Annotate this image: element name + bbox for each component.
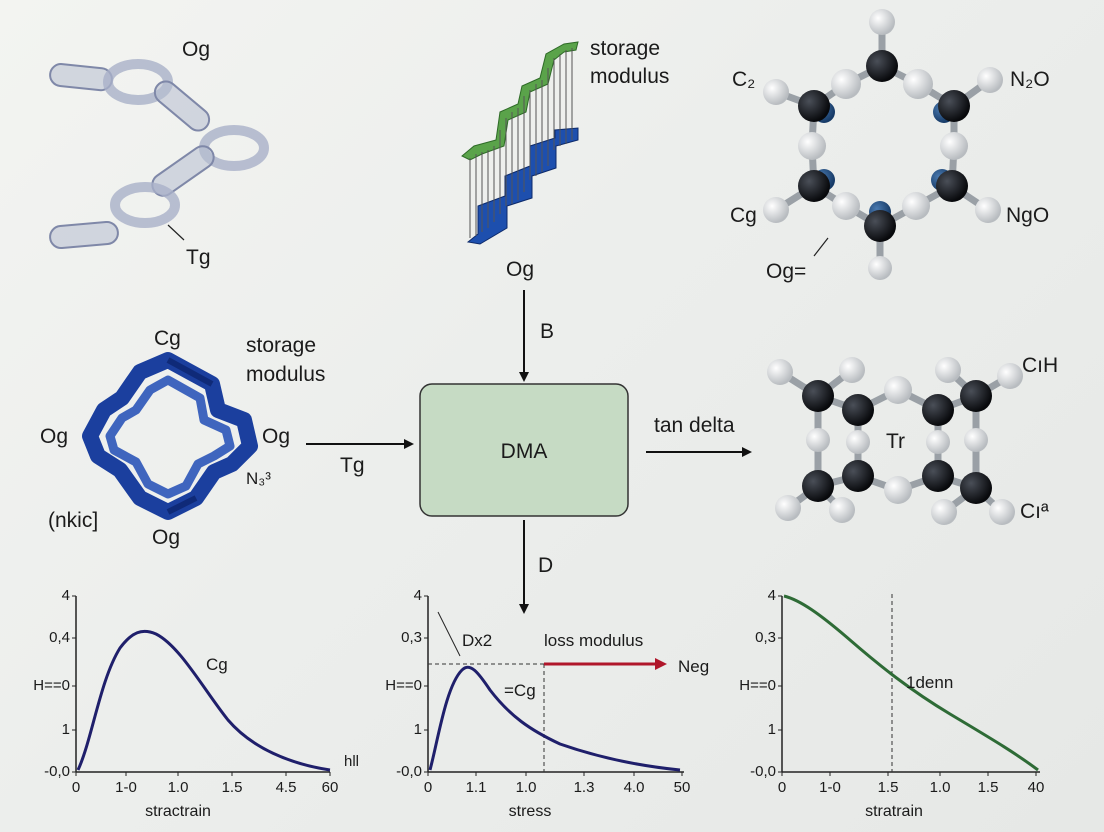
storage-modulus-label-line1: storage <box>590 37 660 60</box>
arrow-top-label: B <box>540 320 554 343</box>
cubic-label-tr: Tr <box>886 430 905 453</box>
chart-1-annotation-cg: Cg <box>206 655 228 674</box>
chart-2-y-tick-label: 1 <box>414 721 422 738</box>
chart-2-y-tick-label: 0,3 <box>401 629 422 646</box>
chart-2-leader <box>437 611 461 657</box>
chain-label-tg: Tg <box>186 246 211 269</box>
chart-3: 4 0,3H==0 1 -0,0 0 1-0 1.5 1.0 1.5 40 1denn stra… <box>739 587 1044 820</box>
cubic-molecule-model <box>767 357 1023 525</box>
ring-label-og-left: Og <box>40 425 68 448</box>
chart-1-curve <box>76 629 331 772</box>
chart-3-x-tick-label: 1-0 <box>819 779 841 796</box>
chart-2-annotation-neg: Neg <box>678 657 709 676</box>
chart-1-y-tick-label: 4 <box>62 587 70 604</box>
hexagonal-molecule-model <box>763 9 1003 280</box>
chart-2-y-tick-label: -0,0 <box>396 763 422 780</box>
cubic-label-c1h: CıH <box>1022 354 1058 377</box>
chart-2-x-tick-label: 4.0 <box>624 779 645 796</box>
chart-2-y-tick-label: H==0 <box>385 677 422 694</box>
chart-2-x-ticks: 0 1.1 1.0 1.3 4.0 50 <box>424 772 691 796</box>
hex-label-c2: C₂ <box>732 68 755 91</box>
dma-box <box>419 383 629 517</box>
chart-3-x-tick-label: 1.5 <box>878 779 899 796</box>
chart-1-y-tick-label: H==0 <box>33 677 70 694</box>
ring-storage-label-line1: storage <box>246 334 316 357</box>
chart-3-y-ticks: 4 0,3H==0 1 -0,0 <box>739 587 782 780</box>
chart-3-y-tick-label: H==0 <box>739 677 776 694</box>
ring-storage-label-line2: modulus <box>246 363 325 386</box>
chart-1-y-tick-label: -0,0 <box>44 763 70 780</box>
storage-modulus-label-line2: modulus <box>590 65 669 88</box>
chart-3-y-tick-label: 4 <box>768 587 776 604</box>
chart-3-x-ticks: 0 1-0 1.5 1.0 1.5 40 <box>778 772 1045 796</box>
chart-2-x-tick-label: 50 <box>674 779 691 796</box>
chart-1-y-ticks: 4 0,4H==0 1 -0,0 <box>33 587 76 780</box>
chart-3-x-tick-label: 0 <box>778 779 786 796</box>
hex-label-cg: Cg <box>730 204 757 227</box>
chart-3-x-tick-label: 1.0 <box>930 779 951 796</box>
ring-label-og-bottom: Og <box>152 526 180 549</box>
chart-2-x-tick-label: 1.0 <box>516 779 537 796</box>
arrow-right-label: tan delta <box>654 414 735 437</box>
chart-3-y-tick-label: -0,0 <box>750 763 776 780</box>
chart-1: 4 0,4H==0 1 -0,0 0 1-0 1.0 1.5 4.5 60 Cg hll str… <box>33 587 359 820</box>
chart-2-annotation-cg: =Cg <box>504 681 536 700</box>
chart-1-x-ticks: 0 1-0 1.0 1.5 4.5 60 <box>72 772 339 796</box>
chart-1-x-tick-label: 1-0 <box>115 779 137 796</box>
chart-1-y-tick-label: 0,4 <box>49 629 70 646</box>
storage-modulus-label-og: Og <box>506 258 534 281</box>
blue-ring-illustration <box>82 352 258 520</box>
chain-molecule-illustration <box>49 59 269 250</box>
chart-1-y-tick-label: 1 <box>62 721 70 738</box>
chart-1-x-tick-label: 1.5 <box>222 779 243 796</box>
chart-3-x-tick-label: 40 <box>1028 779 1045 796</box>
chart-1-annotation-hll: hll <box>344 753 359 770</box>
arrow-left-label: Tg <box>340 454 365 477</box>
ring-label-cg: Cg <box>154 327 181 350</box>
storage-modulus-illustration <box>461 41 579 245</box>
chain-label-og: Og <box>182 38 210 61</box>
hex-label-og: Og= <box>766 260 806 283</box>
chart-3-annotation-1denn: 1denn <box>906 673 953 692</box>
chart-1-x-tick-label: 60 <box>322 779 339 796</box>
ring-label-n3: N₃³ <box>246 469 271 488</box>
chart-2: 4 0,3H==0 1 -0,0 0 1.1 1.0 1.3 4.0 50 Dx2 loss m… <box>385 587 709 820</box>
chart-3-x-tick-label: 1.5 <box>978 779 999 796</box>
ring-label-og-right: Og <box>262 425 290 448</box>
arrow-bottom-label: D <box>538 554 553 577</box>
chart-2-x-tick-label: 1.3 <box>574 779 595 796</box>
chart-3-y-tick-label: 0,3 <box>755 629 776 646</box>
hex-label-ngo: NgO <box>1006 204 1049 227</box>
chart-2-x-tick-label: 1.1 <box>466 779 487 796</box>
chart-2-y-tick-label: 4 <box>414 587 422 604</box>
chart-2-x-tick-label: 0 <box>424 779 432 796</box>
chart-3-curve <box>783 594 1039 772</box>
chart-1-xlabel: stractrain <box>145 803 211 820</box>
chart-2-xlabel: stress <box>509 803 552 820</box>
ring-label-corner: (nkic] <box>48 509 98 532</box>
chart-3-xlabel: stratrain <box>865 803 923 820</box>
chart-2-y-ticks: 4 0,3H==0 1 -0,0 <box>385 587 428 780</box>
chart-2-curve <box>428 665 681 772</box>
chart-2-annotation-loss-modulus: loss modulus <box>544 631 643 650</box>
hex-label-n2o: N₂O <box>1010 68 1050 91</box>
chart-1-x-tick-label: 1.0 <box>168 779 189 796</box>
dma-label: DMA <box>501 440 548 463</box>
chart-3-y-tick-label: 1 <box>768 721 776 738</box>
chart-2-annotation-dx2: Dx2 <box>462 631 492 650</box>
chart-1-x-tick-label: 0 <box>72 779 80 796</box>
chart-1-x-tick-label: 4.5 <box>276 779 297 796</box>
cubic-label-c1a: Cıª <box>1020 500 1049 523</box>
